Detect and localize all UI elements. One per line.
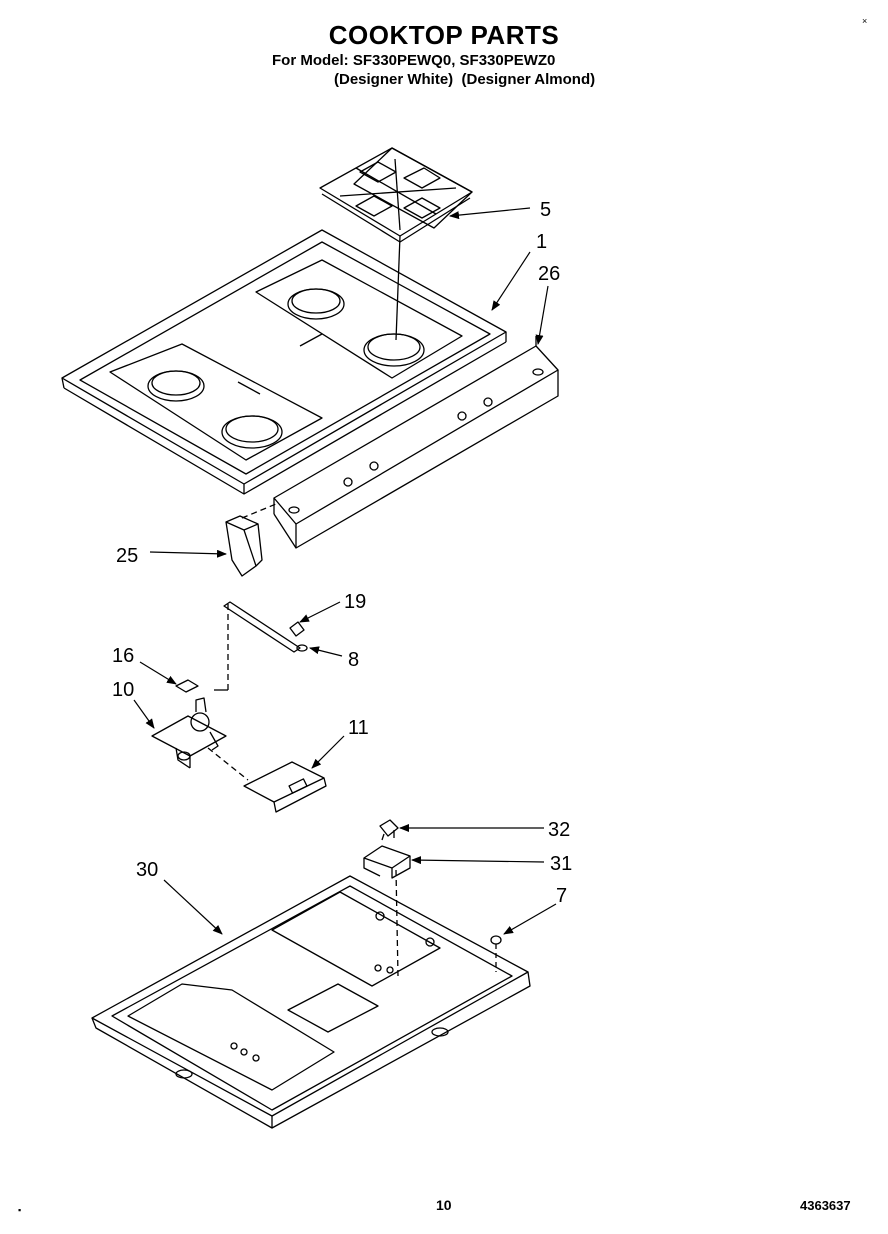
bracket-plate	[207, 747, 327, 813]
callout-7: 7	[556, 885, 567, 907]
electrode-assembly	[214, 601, 308, 691]
manifold-panel	[273, 336, 559, 549]
callout-26: 26	[538, 263, 560, 285]
corner-mark: ×	[862, 16, 868, 26]
corner-mark: ▪	[18, 1205, 22, 1215]
callout-16: 16	[112, 645, 134, 667]
callout-30: 30	[136, 859, 158, 881]
small-bracket	[363, 845, 411, 977]
callout-11: 11	[348, 717, 369, 739]
base-pan	[91, 875, 531, 1129]
callout-25: 25	[116, 545, 138, 567]
callout-10: 10	[112, 679, 134, 701]
small-clip-top	[379, 819, 399, 841]
document-number: 4363637	[800, 1198, 851, 1213]
finish-line: (Designer White) (Designer Almond)	[334, 71, 596, 88]
callout-31: 31	[550, 853, 572, 875]
page-number: 10	[436, 1197, 452, 1213]
callout-5: 5	[540, 199, 551, 221]
valve-switch	[151, 697, 227, 769]
callout-1: 1	[536, 231, 547, 253]
cooktop-frame	[61, 229, 507, 495]
burner-grate	[319, 147, 473, 341]
page-title: COOKTOP PARTS	[328, 20, 560, 50]
callout-19: 19	[344, 591, 366, 613]
clip-part	[175, 679, 199, 693]
callout-8: 8	[348, 649, 359, 671]
model-line: For Model: SF330PEWQ0, SF330PEWZ0	[272, 52, 556, 69]
callout-32: 32	[548, 819, 570, 841]
hex-nut	[490, 935, 502, 972]
control-knob	[225, 503, 277, 577]
